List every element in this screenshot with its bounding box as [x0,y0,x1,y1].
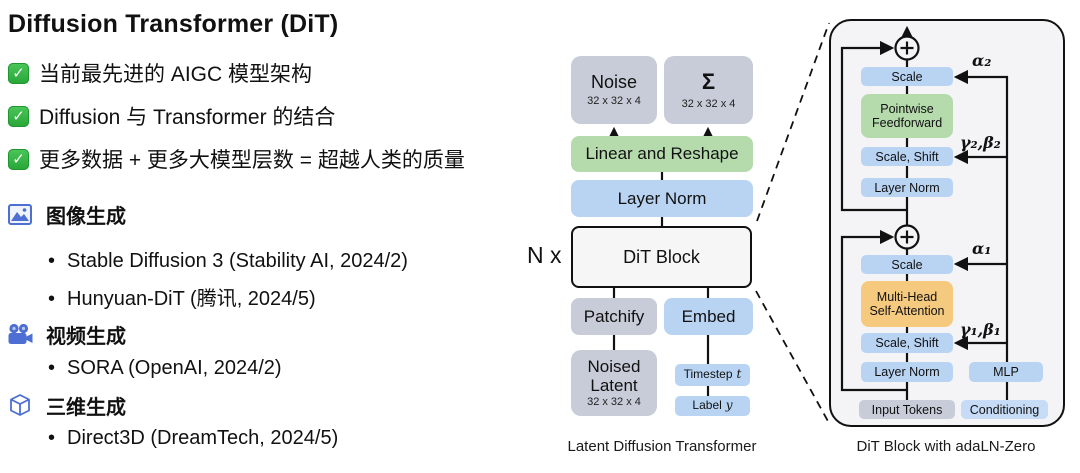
list-item: • Direct3D (DreamTech, 2024/5) [48,426,528,450]
box-label: Timestep [683,367,733,382]
box-label: Conditioning [969,402,1040,417]
checklist-item: ✓ 当前最先进的 AIGC 模型架构 [8,58,312,88]
conditioning-box: Conditioning [961,400,1048,419]
input-tokens-box: Input Tokens [859,400,955,419]
checklist-text: 当前最先进的 AIGC 模型架构 [39,63,313,86]
scale-shift-box-2: Scale, Shift [861,147,953,166]
section-header-3d: 三维生成 [0,392,300,419]
check-icon: ✓ [8,105,29,127]
scale-box-1: Scale [861,255,953,274]
box-label: Layer Norm [874,365,940,379]
box-label: MLP [993,365,1019,379]
box-label: Scale, Shift [875,149,939,164]
sigma-box: Σ 32 x 32 x 4 [664,56,753,124]
box-label: Label [692,398,722,413]
bullet-icon: • [48,427,56,449]
check-icon: ✓ [8,62,29,84]
box-label: Noised Latent [587,357,641,396]
timestep-box: Timestep t [675,364,750,386]
mlp-box: MLP [969,362,1043,382]
n-times-label: N x [527,242,562,268]
label-y-box: Label y [675,396,750,416]
pointwise-feedforward-box: Pointwise Feedforward [861,94,953,138]
zoom-dash-bottom [755,290,830,424]
box-label: Input Tokens [871,402,943,417]
patchify-box: Patchify [571,298,657,335]
box-label: Embed [681,306,736,326]
box-var: t [736,367,742,382]
bullet-text: Hunyuan-DiT (腾讯, 2024/5) [67,288,316,310]
checklist-text: 更多数据 + 更多大模型层数 = 超越人类的质量 [39,149,465,172]
box-label: Layer Norm [874,180,940,195]
box-label: Pointwise Feedforward [872,102,943,130]
box-dims: 32 x 32 x 4 [587,396,641,409]
dit-diagram-caption: DiT Block with adaLN-Zero [856,438,1036,455]
linear-reshape-box: Linear and Reshape [571,136,753,172]
box-label: DiT Block [623,246,700,267]
bullet-text: Stable Diffusion 3 (Stability AI, 2024/2… [67,250,408,272]
section-title: 图像生成 [46,205,126,228]
box-label: Multi-Head Self-Attention [869,290,945,318]
box-label: Scale, Shift [875,336,939,350]
page-title: Diffusion Transformer (DiT) [8,10,339,38]
bullet-icon: • [48,250,56,272]
check-icon: ✓ [8,148,29,170]
section-title: 视频生成 [46,325,126,348]
checklist-text: Diffusion 与 Transformer 的结合 [39,106,336,129]
alpha2-label: α₂ [972,51,992,70]
checklist-item: ✓ Diffusion 与 Transformer 的结合 [8,101,335,131]
box-label: Σ [701,69,716,95]
box-dims: 32 x 32 x 4 [587,95,641,108]
zoom-dash-top [756,22,830,222]
box-label: Scale [891,69,923,84]
list-item: • Hunyuan-DiT (腾讯, 2024/5) [48,287,528,311]
section-header-video: 视频生成 [0,321,300,348]
noised-latent-box: Noised Latent 32 x 32 x 4 [571,350,657,416]
box-label: Noise [590,72,638,93]
dit-block-box: DiT Block [571,226,752,288]
cube-icon [2,393,38,417]
bullet-text: SORA (OpenAI, 2024/2) [67,357,282,379]
list-item: • SORA (OpenAI, 2024/2) [48,356,528,380]
box-label: Linear and Reshape [585,144,739,164]
gamma-beta2-label: γ₂,β₂ [960,133,1001,152]
layer-norm-box: Layer Norm [571,180,753,217]
box-dims: 32 x 32 x 4 [681,97,736,110]
gamma-beta1-label: γ₁,β₁ [960,320,1001,339]
checklist-item: ✓ 更多数据 + 更多大模型层数 = 超越人类的质量 [8,144,465,174]
bullet-text: Direct3D (DreamTech, 2024/5) [67,427,339,449]
latent-diagram-caption: Latent Diffusion Transformer [567,438,757,455]
image-icon [2,203,38,225]
bullet-icon: • [48,288,56,310]
box-label: Layer Norm [617,188,707,208]
multi-head-self-attention-box: Multi-Head Self-Attention [861,281,953,327]
scale-shift-box-1: Scale, Shift [861,333,953,353]
embed-box: Embed [664,298,753,335]
noise-box: Noise 32 x 32 x 4 [571,56,657,124]
section-header-image: 图像生成 [0,201,300,228]
layer-norm-box-2: Layer Norm [861,178,953,197]
alpha1-label: α₁ [972,239,992,258]
layer-norm-box-1: Layer Norm [861,362,953,382]
list-item: • Stable Diffusion 3 (Stability AI, 2024… [48,249,528,273]
scale-box-2: Scale [861,67,953,86]
bullet-icon: • [48,357,56,379]
box-label: Scale [891,257,923,272]
box-label: Patchify [583,306,645,326]
section-title: 三维生成 [46,396,126,419]
video-camera-icon [2,323,38,346]
box-var: y [725,398,733,413]
